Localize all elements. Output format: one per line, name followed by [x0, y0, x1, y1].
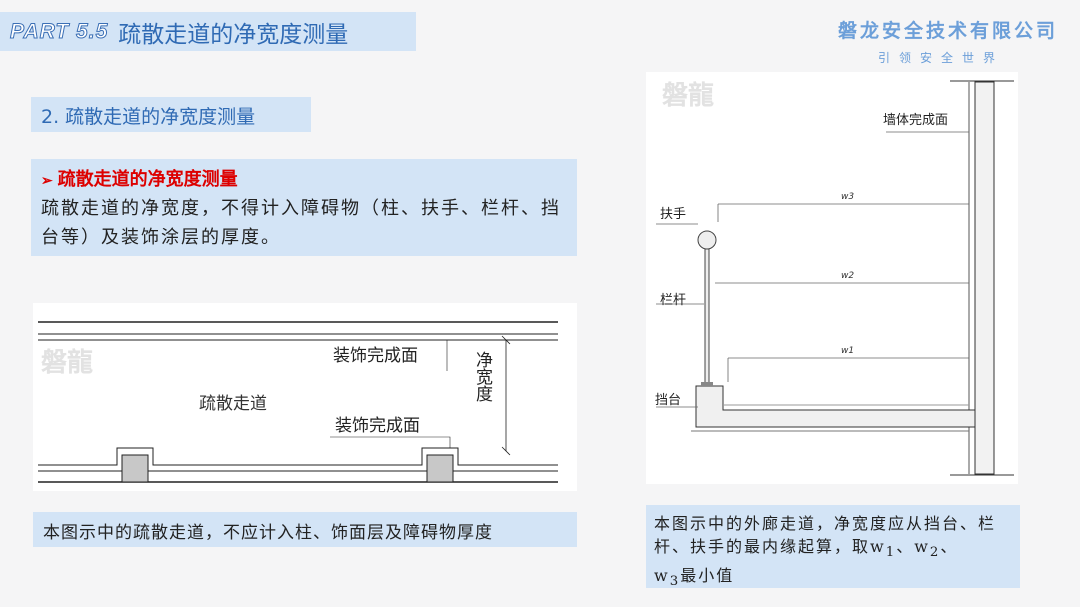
title-banner: PART 5.5 疏散走道的净宽度测量: [0, 12, 416, 51]
bullet-title: ➢ 疏散走道的净宽度测量: [41, 165, 567, 191]
column: [121, 454, 149, 483]
label-corridor: 疏散走道: [199, 394, 267, 414]
column: [426, 454, 454, 483]
balcony-corridor-diagram: 磐龍 墙体完成面 扶手 栏杆 挡台 w3 w2 w1: [646, 72, 1018, 484]
dim-w1: w1: [841, 346, 854, 356]
dim-w3: w3: [841, 192, 854, 202]
company-logo: 磐龙安全技术有限公司 引领安全世界: [838, 16, 1058, 66]
sep: 、: [896, 537, 915, 556]
right-caption: 本图示中的外廊走道，净宽度应从挡台、栏杆、扶手的最内缘起算，取w1、w2、w3最…: [646, 505, 1020, 590]
label-railing: 栏杆: [660, 293, 686, 308]
label-curb: 挡台: [655, 393, 681, 408]
w3-sub: 3: [669, 574, 681, 590]
company-slogan: 引领安全世界: [877, 51, 1004, 65]
label-wall-finish: 墙体完成面: [883, 113, 948, 128]
label-handrail: 扶手: [660, 207, 686, 222]
arrow-bullet-icon: ➢: [41, 173, 58, 189]
w3: w: [654, 566, 670, 586]
section-heading: 2. 疏散走道的净宽度测量: [31, 97, 311, 132]
label-decor-bottom: 装饰完成面: [335, 416, 420, 436]
label-decor-top: 装饰完成面: [333, 346, 418, 366]
dim-w2: w2: [841, 271, 854, 281]
part-number: PART 5.5: [9, 19, 109, 43]
caption-text: 本图示中的外廊走道，净宽度应从挡台、栏杆、扶手的最内缘起算，取: [654, 514, 997, 556]
w1: w: [870, 537, 886, 556]
watermark: 磐龍: [662, 80, 714, 111]
bullet-text: 疏散走道的净宽度，不得计入障碍物（柱、扶手、栏杆、挡台等）及装饰涂层的厚度。: [41, 198, 561, 248]
caption-tail: 最小值: [680, 566, 735, 586]
label-clear-width: 净宽度: [472, 351, 493, 402]
left-caption: 本图示中的疏散走道，不应计入柱、饰面层及障碍物厚度: [33, 512, 577, 547]
corridor-diagram: 磐龍 装饰完成面 疏散走道 装饰完成面 净宽度: [33, 303, 577, 491]
page-title: 疏散走道的净宽度测量: [118, 21, 349, 48]
sep: 、: [940, 537, 959, 556]
w1-sub: 1: [885, 545, 897, 561]
w2: w: [914, 537, 930, 556]
company-name: 磐龙安全技术有限公司: [837, 20, 1058, 42]
bullet-box: ➢ 疏散走道的净宽度测量 疏散走道的净宽度，不得计入障碍物（柱、扶手、栏杆、挡台…: [31, 159, 577, 256]
w2-sub: 2: [929, 545, 941, 561]
watermark: 磐龍: [41, 347, 93, 378]
bullet-title-text: 疏散走道的净宽度测量: [57, 169, 238, 190]
